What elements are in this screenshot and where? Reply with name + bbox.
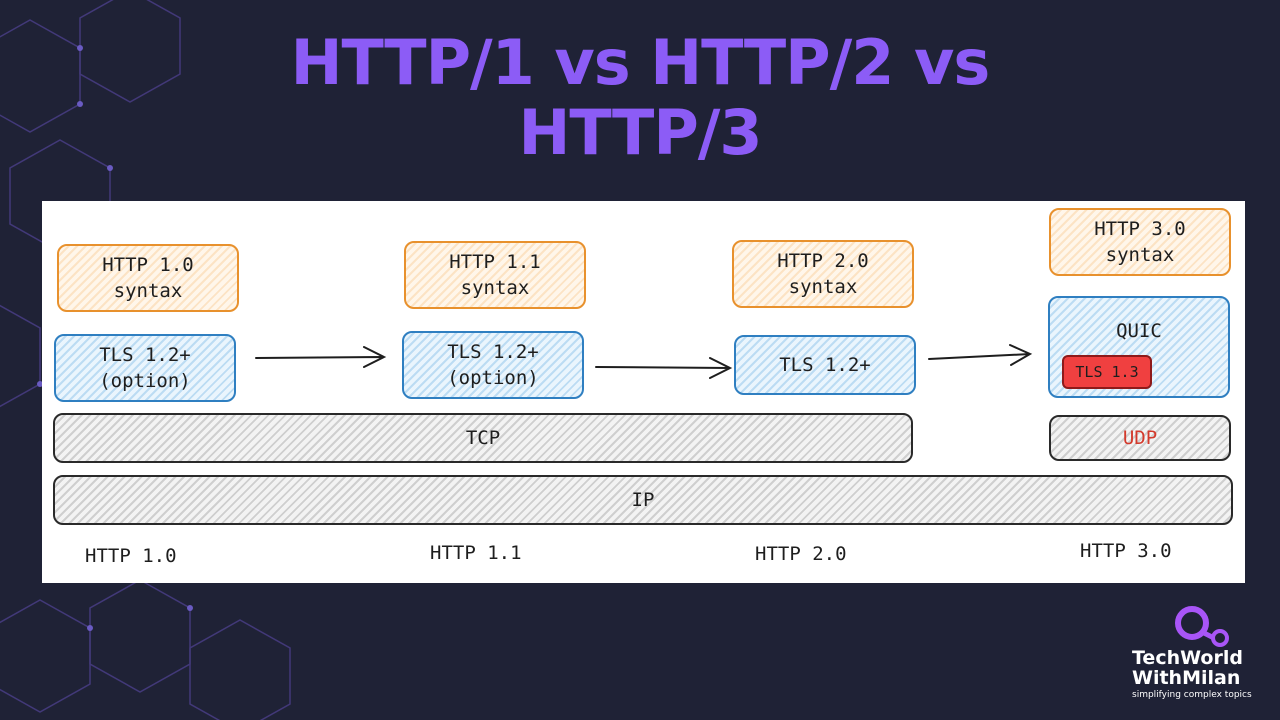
protocol-stack-diagram: HTTP 1.0 syntax TLS 1.2+ (option) HTTP 1… [42,201,1245,583]
logo-text-line-1: TechWorld [1132,647,1243,669]
http10-column-label: HTTP 1.0 [85,545,177,567]
arrow-2 [595,357,733,379]
http30-column-label: HTTP 3.0 [1080,540,1172,562]
tcp-layer-box: TCP [53,413,913,463]
http20-syntax-box: HTTP 2.0 syntax [732,240,914,308]
tls13-box: TLS 1.3 [1062,355,1152,389]
progression-arrows [255,344,1033,379]
http10-tls-box: TLS 1.2+ (option) [54,334,236,402]
logo-text-line-2: WithMilan [1132,667,1241,689]
http20-tls-box: TLS 1.2+ [734,335,916,395]
http11-syntax-box: HTTP 1.1 syntax [404,241,586,309]
ip-layer-box: IP [53,475,1233,525]
udp-layer-box: UDP [1049,415,1231,461]
techworld-logo: TechWorld WithMilan simplifying complex … [1132,604,1272,704]
logo-mark-icon [1175,606,1229,647]
arrow-1 [255,346,387,368]
quic-label: QUIC [1116,320,1162,342]
http11-column-label: HTTP 1.1 [430,542,522,564]
title-line-1: HTTP/1 vs HTTP/2 vs [290,26,991,99]
http11-tls-box: TLS 1.2+ (option) [402,331,584,399]
page-title: HTTP/1 vs HTTP/2 vs HTTP/3 [0,28,1280,168]
title-line-2: HTTP/3 [518,96,762,169]
logo-tagline: simplifying complex topics [1132,690,1252,700]
http30-syntax-box: HTTP 3.0 syntax [1049,208,1231,276]
http20-column-label: HTTP 2.0 [755,543,847,565]
arrow-3 [928,344,1033,366]
http10-syntax-box: HTTP 1.0 syntax [57,244,239,312]
